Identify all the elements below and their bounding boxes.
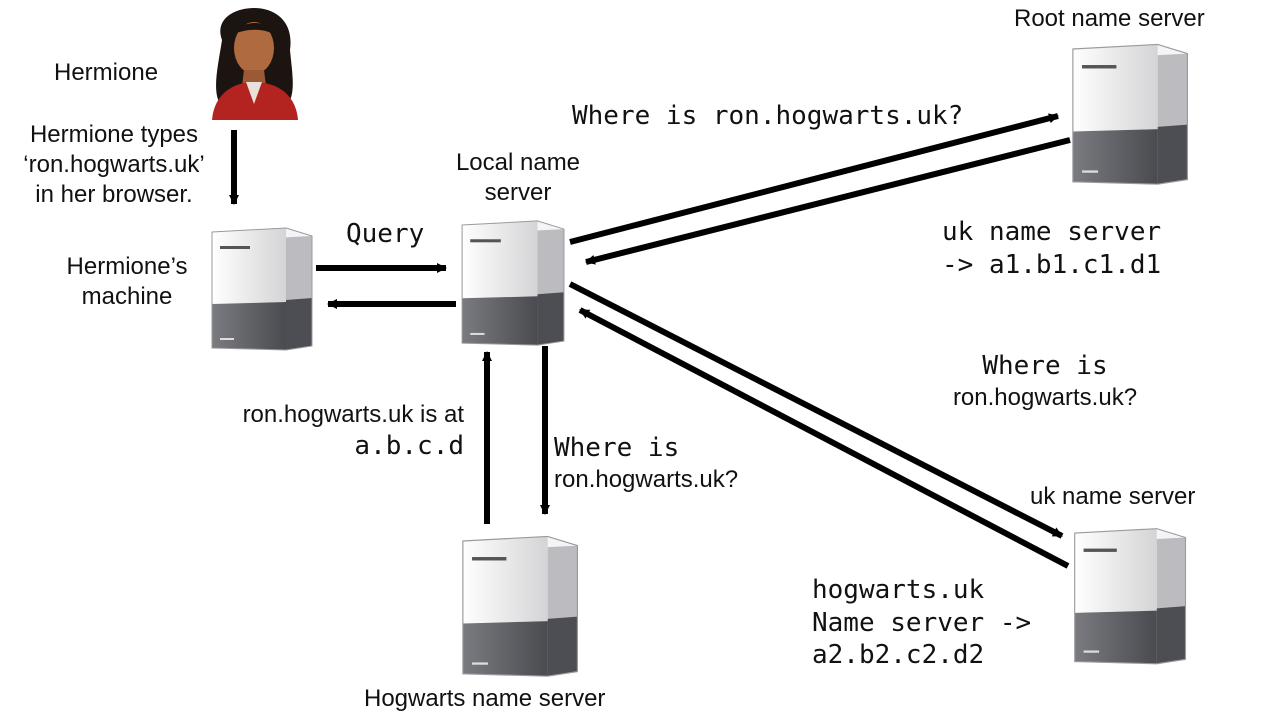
server-icon-hermione-machine bbox=[211, 227, 313, 351]
root-reply-line2: -> a1.b1.c1.d1 bbox=[942, 249, 1162, 280]
hogwarts-reply-label: ron.hogwarts.uk is at a.b.c.d bbox=[128, 400, 464, 463]
server-icon-root bbox=[1072, 43, 1189, 185]
local-server-line2: server bbox=[484, 179, 552, 206]
hermione-label: Hermione bbox=[54, 59, 159, 86]
hermione-action-label: Hermione types ‘ron.hogwarts.uk’ in her … bbox=[4, 120, 224, 210]
hermione-action-line1: Hermione types bbox=[29, 121, 199, 148]
hogwarts-query-line1: Where is bbox=[554, 433, 680, 463]
user-avatar-icon bbox=[212, 8, 298, 120]
root-server-label: Root name server bbox=[1014, 5, 1205, 32]
hermione-machine-line1: Hermione’s bbox=[66, 253, 188, 280]
uk-query-line1: Where is bbox=[982, 351, 1108, 381]
server-icon-local bbox=[461, 220, 565, 346]
server-icon-hogwarts bbox=[462, 535, 579, 677]
uk-query-line2: ron.hogwarts.uk? bbox=[952, 383, 1138, 411]
uk-query-label: Where is ron.hogwarts.uk? bbox=[920, 350, 1170, 413]
uk-reply-line3: a2.b2.c2.d2 bbox=[812, 640, 985, 670]
arrows bbox=[229, 113, 1071, 569]
hermione-action-line2: ‘ron.hogwarts.uk’ bbox=[23, 151, 205, 178]
hogwarts-query-line2: ron.hogwarts.uk? bbox=[554, 465, 739, 493]
uk-reply-line1: hogwarts.uk bbox=[812, 575, 985, 605]
hermione-action-line3: in her browser. bbox=[35, 181, 193, 208]
hogwarts-reply-line2: a.b.c.d bbox=[354, 431, 464, 461]
hogwarts-reply-line1: ron.hogwarts.uk is at bbox=[128, 400, 464, 430]
hogwarts-reply-line1-text: ron.hogwarts.uk is at bbox=[242, 401, 464, 428]
local-server-label: Local name server bbox=[428, 148, 608, 208]
arrow-from-root bbox=[585, 137, 1071, 265]
arrow-to-root bbox=[569, 113, 1059, 245]
root-reply-label: uk name server -> a1.b1.c1.d1 bbox=[942, 216, 1161, 281]
hermione-machine-line2: machine bbox=[81, 283, 173, 310]
root-query-text: Where is ron.hogwarts.uk? bbox=[572, 101, 964, 131]
arrow-to-uk bbox=[568, 281, 1064, 539]
query-label: Query bbox=[346, 219, 425, 249]
uk-server-label: uk name server bbox=[1030, 483, 1196, 510]
hogwarts-server-label: Hogwarts name server bbox=[364, 685, 606, 712]
arrow-from-uk bbox=[578, 307, 1070, 569]
uk-reply-line2: Name server -> bbox=[812, 607, 1032, 638]
root-reply-line1: uk name server bbox=[942, 217, 1162, 247]
uk-reply-label: hogwarts.uk Name server -> a2.b2.c2.d2 bbox=[812, 574, 1031, 672]
local-server-line1: Local name bbox=[455, 149, 581, 176]
hermione-machine-label: Hermione’s machine bbox=[44, 252, 210, 312]
root-query-label: Where is ron.hogwarts.uk? bbox=[572, 100, 963, 133]
hogwarts-query-label: Where is ron.hogwarts.uk? bbox=[554, 432, 738, 495]
server-icon-uk bbox=[1074, 528, 1187, 665]
